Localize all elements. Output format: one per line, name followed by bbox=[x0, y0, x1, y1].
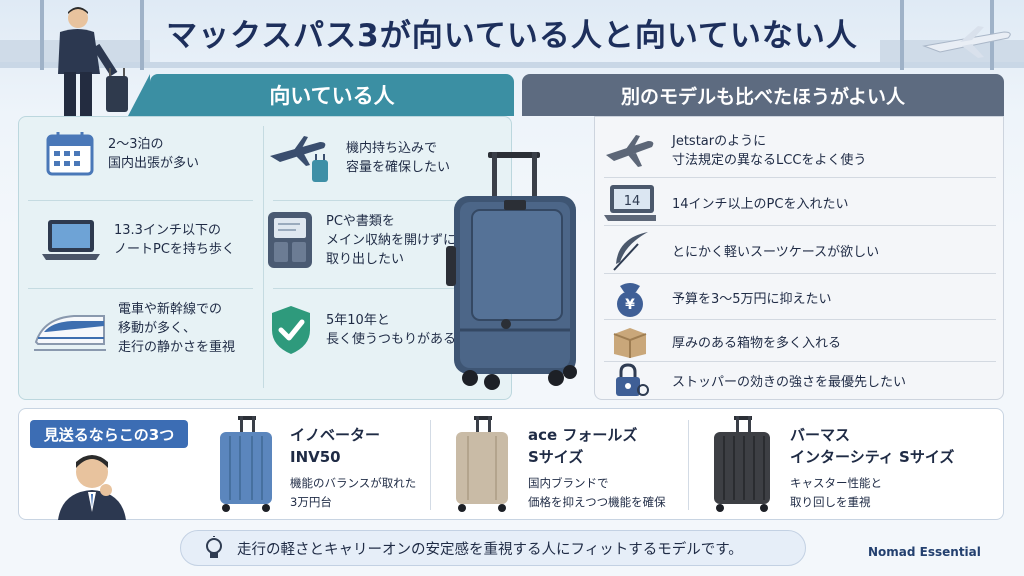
window-sill bbox=[0, 62, 1024, 68]
row-divider bbox=[28, 200, 253, 201]
laptop-icon bbox=[42, 220, 100, 260]
page-title: マックスパス3が向いている人と向いていない人 bbox=[166, 18, 858, 54]
good-for-text: PCや書類を メイン収納を開けずに 取り出したい bbox=[326, 213, 457, 267]
good-for-text: 電車や新幹線での 移動が多く、 走行の静かさを重視 bbox=[118, 302, 236, 355]
businessman-illustration bbox=[58, 7, 128, 116]
panel-divider bbox=[263, 126, 264, 388]
good-for-item: 機内持ち込みで 容量を確保したい bbox=[268, 130, 450, 186]
intercity-suitcase-illustration bbox=[714, 416, 770, 512]
brand-label: Nomad Essential bbox=[868, 545, 981, 559]
tab-compare-others: 別のモデルも比べたほうがよい人 bbox=[522, 74, 1004, 116]
laptop-14-icon: 14 bbox=[604, 184, 656, 221]
alternative-desc: キャスター性能と 取り回しを重視 bbox=[790, 476, 882, 509]
compare-text: 厚みのある箱物を多く入れる bbox=[672, 336, 842, 351]
compare-text: ストッパーの効きの強さを最優先したい bbox=[672, 374, 907, 390]
lock-icon bbox=[616, 363, 649, 396]
compare-text: Jetstarのように 寸法規定の異なるLCCをよく使う bbox=[672, 133, 867, 168]
good-for-text: 5年10年と 長く使うつもりがある bbox=[326, 313, 457, 347]
alternatives-badge: 見送るならこの3つ bbox=[30, 420, 188, 448]
compare-item: 厚みのある箱物を多く入れる bbox=[604, 322, 996, 362]
lightbulb-icon bbox=[206, 536, 222, 558]
compare-item: ストッパーの効きの強さを最優先したい bbox=[604, 362, 996, 398]
alternative-name: イノベーター INV50 bbox=[290, 426, 381, 466]
yen-symbol: ¥ bbox=[625, 297, 635, 313]
good-for-item: PCや書類を メイン収納を開けずに 取り出したい bbox=[266, 210, 456, 270]
compare-item: 14 14インチ以上のPCを入れたい bbox=[604, 180, 996, 226]
window-frame bbox=[900, 0, 904, 70]
organizer-pocket-icon bbox=[268, 212, 312, 268]
tab-compare-others-label: 別のモデルも比べたほうがよい人 bbox=[620, 85, 906, 108]
good-for-item: 13.3インチ以下の ノートPCを持ち歩く bbox=[40, 216, 235, 264]
box-icon bbox=[613, 327, 647, 358]
compare-text: 予算を3～5万円に抑えたい bbox=[672, 292, 832, 307]
alternative-name: バーマス インターシティ Sサイズ bbox=[790, 426, 955, 466]
compare-item: とにかく軽いスーツケースが欲しい bbox=[604, 228, 996, 274]
thinking-man-illustration bbox=[58, 455, 126, 520]
summary-text: 走行の軽さとキャリーオンの安定感を重視する人にフィットするモデルです。 bbox=[237, 541, 743, 558]
good-for-text: 13.3インチ以下の ノートPCを持ち歩く bbox=[114, 223, 235, 257]
compare-item: Jetstarのように 寸法規定の異なるLCCをよく使う bbox=[604, 124, 996, 178]
ace-falls-suitcase-illustration bbox=[456, 416, 508, 512]
compare-text: とにかく軽いスーツケースが欲しい bbox=[672, 245, 880, 260]
laptop-14-label: 14 bbox=[624, 194, 641, 209]
bullet-train-icon bbox=[34, 314, 106, 351]
row-divider bbox=[28, 288, 253, 289]
window-frame bbox=[40, 0, 44, 70]
alternative-desc: 国内ブランドで 価格を抑えつつ機能を確保 bbox=[528, 476, 666, 509]
alternatives-badge-label: 見送るならこの3つ bbox=[43, 425, 175, 444]
summary-banner: 走行の軽さとキャリーオンの安定感を重視する人にフィットするモデルです。 bbox=[180, 530, 806, 566]
calendar-icon bbox=[46, 132, 94, 176]
alternative-separator bbox=[430, 420, 431, 510]
inv50-suitcase-illustration bbox=[220, 416, 272, 512]
good-for-item: 電車や新幹線での 移動が多く、 走行の静かさを重視 bbox=[34, 300, 235, 357]
alternative-separator bbox=[688, 420, 689, 510]
feather-icon bbox=[613, 231, 648, 271]
yen-purse-icon: ¥ bbox=[617, 282, 643, 317]
good-for-text: 機内持ち込みで 容量を確保したい bbox=[346, 141, 451, 175]
good-for-item: 5年10年と 長く使うつもりがある bbox=[268, 304, 456, 356]
compare-text: 14インチ以上のPCを入れたい bbox=[672, 197, 849, 212]
airplane-illustration bbox=[922, 26, 1011, 58]
row-divider bbox=[273, 200, 503, 201]
maxpass3-suitcase-illustration bbox=[446, 152, 577, 390]
compare-item: ¥ 予算を3～5万円に抑えたい bbox=[604, 276, 996, 320]
tab-good-for: 向いている人 bbox=[128, 74, 514, 116]
row-divider bbox=[273, 288, 503, 289]
compare-others-panel bbox=[594, 116, 1004, 400]
good-for-item: 2～3泊の 国内出張が多い bbox=[44, 130, 199, 178]
good-for-text: 2～3泊の 国内出張が多い bbox=[108, 137, 200, 171]
skyline-right bbox=[880, 40, 1024, 62]
airplane-icon bbox=[606, 134, 654, 167]
shield-check-icon bbox=[272, 306, 310, 354]
alternative-name: ace フォールズ Sサイズ bbox=[528, 426, 638, 466]
airplane-suitcase-icon bbox=[270, 136, 328, 182]
window-frame bbox=[140, 0, 144, 70]
tab-good-for-label: 向いている人 bbox=[269, 84, 395, 108]
good-for-panel bbox=[18, 116, 512, 400]
alternative-desc: 機能のバランスが取れた 3万円台 bbox=[290, 476, 417, 509]
